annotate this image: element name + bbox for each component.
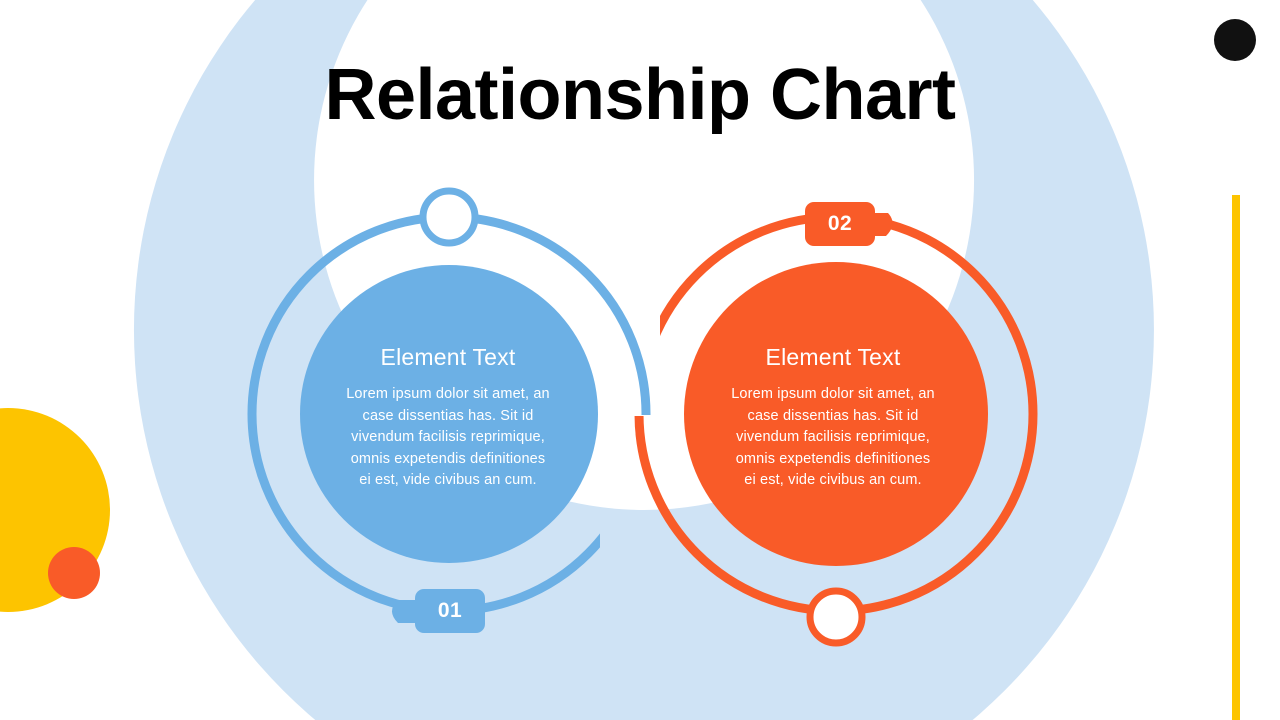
node-1-body-line: ei est, vide civibus an cum. [359, 472, 537, 489]
node-2-heading: Element Text [765, 344, 901, 370]
node-2-body-line: Lorem ipsum dolor sit amet, an [731, 386, 935, 403]
node-2-disc[interactable] [684, 262, 988, 566]
node-2-body-line: vivendum facilisis reprimique, [736, 429, 930, 446]
node-2-body-line: case dissentias has. Sit id [747, 407, 919, 424]
yellow-bar-decoration [1232, 195, 1240, 720]
orange-dot-decoration [48, 547, 100, 599]
node-1-body: Lorem ipsum dolor sit amet, an case diss… [323, 384, 573, 492]
black-dot-decoration [1214, 19, 1256, 61]
node-2-body: Lorem ipsum dolor sit amet, an case diss… [708, 384, 958, 492]
node-2-number-badge[interactable]: 02 [805, 202, 875, 246]
node-1-body-line: Lorem ipsum dolor sit amet, an [346, 386, 550, 403]
node-1-number-badge[interactable]: 01 [415, 589, 485, 633]
page-title: Relationship Chart [324, 55, 956, 135]
node-1-disc[interactable] [300, 265, 598, 563]
node-1-heading: Element Text [380, 344, 516, 370]
node-1-knob-icon[interactable] [419, 187, 479, 247]
node-1-text-block: Element Text Lorem ipsum dolor sit amet,… [323, 344, 573, 492]
node-2-text-block: Element Text Lorem ipsum dolor sit amet,… [708, 344, 958, 492]
node-1-body-line: case dissentias has. Sit id [362, 407, 534, 424]
node-2-body-line: omnis expetendis definitiones [735, 450, 931, 467]
node-2-body-line: ei est, vide civibus an cum. [744, 472, 922, 489]
node-1-body-line: vivendum facilisis reprimique, [351, 429, 545, 446]
node-1-body-line: omnis expetendis definitiones [350, 450, 546, 467]
node-2-knob-icon[interactable] [806, 587, 866, 647]
